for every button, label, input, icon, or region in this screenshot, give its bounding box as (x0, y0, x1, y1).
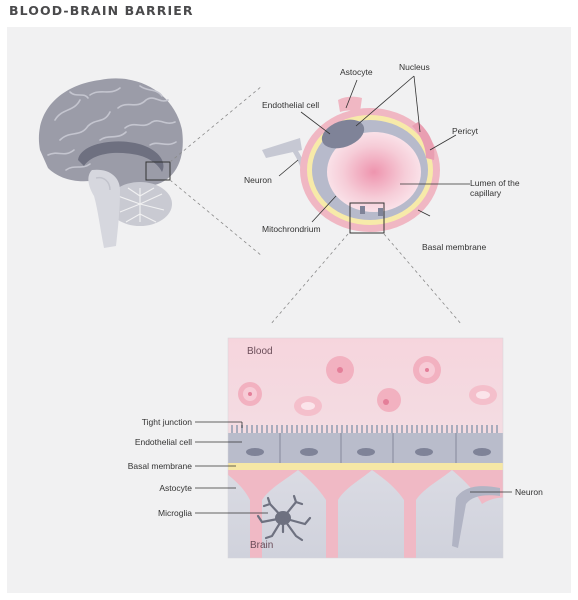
label-endothelial-cell: Endothelial cell (262, 100, 320, 110)
capillary-leader-lines (278, 75, 470, 223)
label-neuron: Neuron (244, 175, 272, 185)
capillary-cross-section (262, 96, 440, 234)
blood-cell-icon (238, 356, 497, 416)
label-mitochondrium: Mitochrondrium (262, 224, 321, 234)
label-pericyt: Pericyt (452, 126, 478, 136)
barrier-detail (228, 338, 503, 558)
page-title: BLOOD-BRAIN BARRIER (9, 3, 194, 18)
microglia-icon (256, 494, 312, 542)
label-blood: Blood (247, 346, 273, 357)
barrier-leader-lines (195, 421, 512, 514)
label-astocyte: Astocyte (340, 67, 373, 77)
label-basal-membrane-detail: Basal membrane (127, 461, 192, 471)
label-astocyte-detail: Astocyte (159, 483, 192, 493)
label-endothelial-cell-detail: Endothelial cell (134, 437, 192, 447)
brain-illustration (38, 78, 183, 248)
zoom-guides (169, 85, 463, 326)
label-basal-membrane: Basal membrane (422, 242, 487, 252)
label-tight-junction: Tight junction (141, 417, 192, 427)
label-microglia: Microglia (157, 508, 192, 518)
label-nucleus: Nucleus (399, 62, 430, 72)
label-neuron-detail: Neuron (515, 487, 543, 497)
label-brain: Brain (250, 540, 274, 551)
endothelial-layer (228, 425, 503, 463)
label-lumen: Lumen of the capillary (470, 178, 520, 198)
